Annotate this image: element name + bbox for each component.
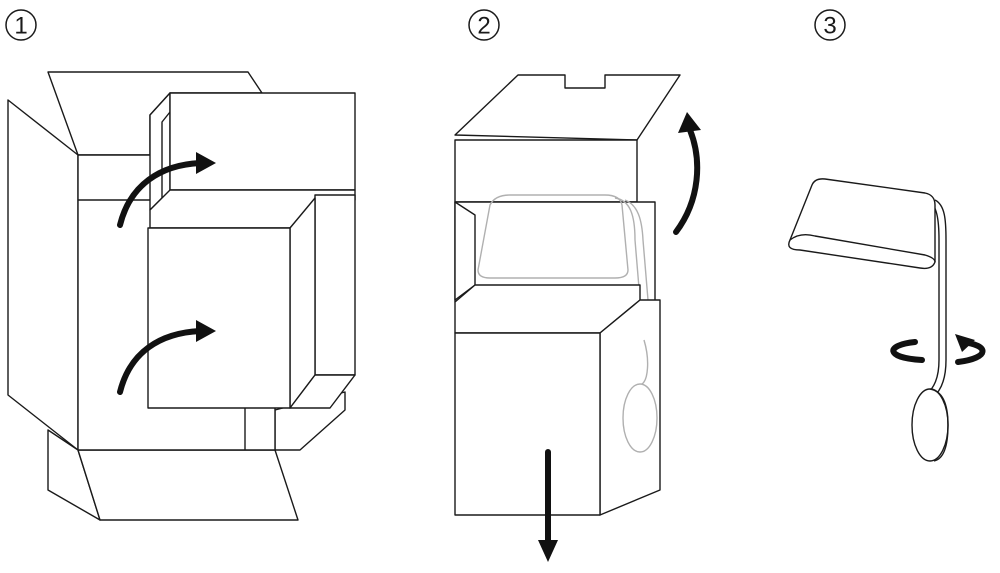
arrow-head	[538, 540, 558, 562]
box-lid-top	[454, 74, 681, 141]
lamp-stem-outline	[641, 339, 649, 385]
lower-inner-box-back	[314, 194, 356, 376]
step-2-label: 2	[468, 9, 500, 41]
panel-3-rotate-lamp	[788, 178, 986, 462]
lower-box-side	[599, 299, 661, 516]
curved-arrow-up	[673, 127, 701, 235]
curved-arrow-upper	[117, 160, 203, 228]
arrow-head	[196, 320, 216, 342]
rotate-arrow-left	[890, 339, 925, 363]
lamp-stem-outline	[624, 199, 649, 380]
step-circle	[5, 9, 37, 41]
step-number: 3	[823, 13, 836, 40]
arrow-head	[196, 152, 216, 174]
box-inner-left-wall	[454, 201, 476, 301]
step-3-label: 3	[814, 9, 846, 41]
step-circle	[814, 9, 846, 41]
step-1-label: 1	[5, 9, 37, 41]
step-number: 2	[477, 13, 490, 40]
lamp-stem	[931, 199, 947, 399]
step-number: 1	[14, 13, 27, 40]
upper-inner-box-front	[169, 92, 356, 191]
arrow-head	[955, 334, 975, 352]
arrow-head	[678, 112, 701, 133]
lamp-base-edge	[929, 388, 949, 462]
lamp-shade-outline	[477, 194, 629, 279]
panel-2-remove-lamp	[454, 74, 701, 562]
lower-inner-box-front	[147, 227, 291, 409]
lower-inner-box-bottom	[289, 374, 356, 409]
lamp-base-outline	[622, 383, 658, 453]
box-lid-front	[454, 139, 638, 203]
curved-arrow-lower	[117, 328, 203, 395]
lower-inner-box-side	[289, 197, 316, 409]
panel-1-open-box	[7, 71, 356, 521]
lamp-shade-rim	[789, 233, 936, 263]
lamp-shade	[788, 178, 936, 270]
left-flap	[7, 99, 79, 451]
bottom-flap	[77, 449, 299, 521]
lamp-stem-outline	[614, 197, 641, 380]
lamp-base	[911, 388, 949, 462]
step-circle	[468, 9, 500, 41]
lower-box-front	[454, 332, 601, 516]
